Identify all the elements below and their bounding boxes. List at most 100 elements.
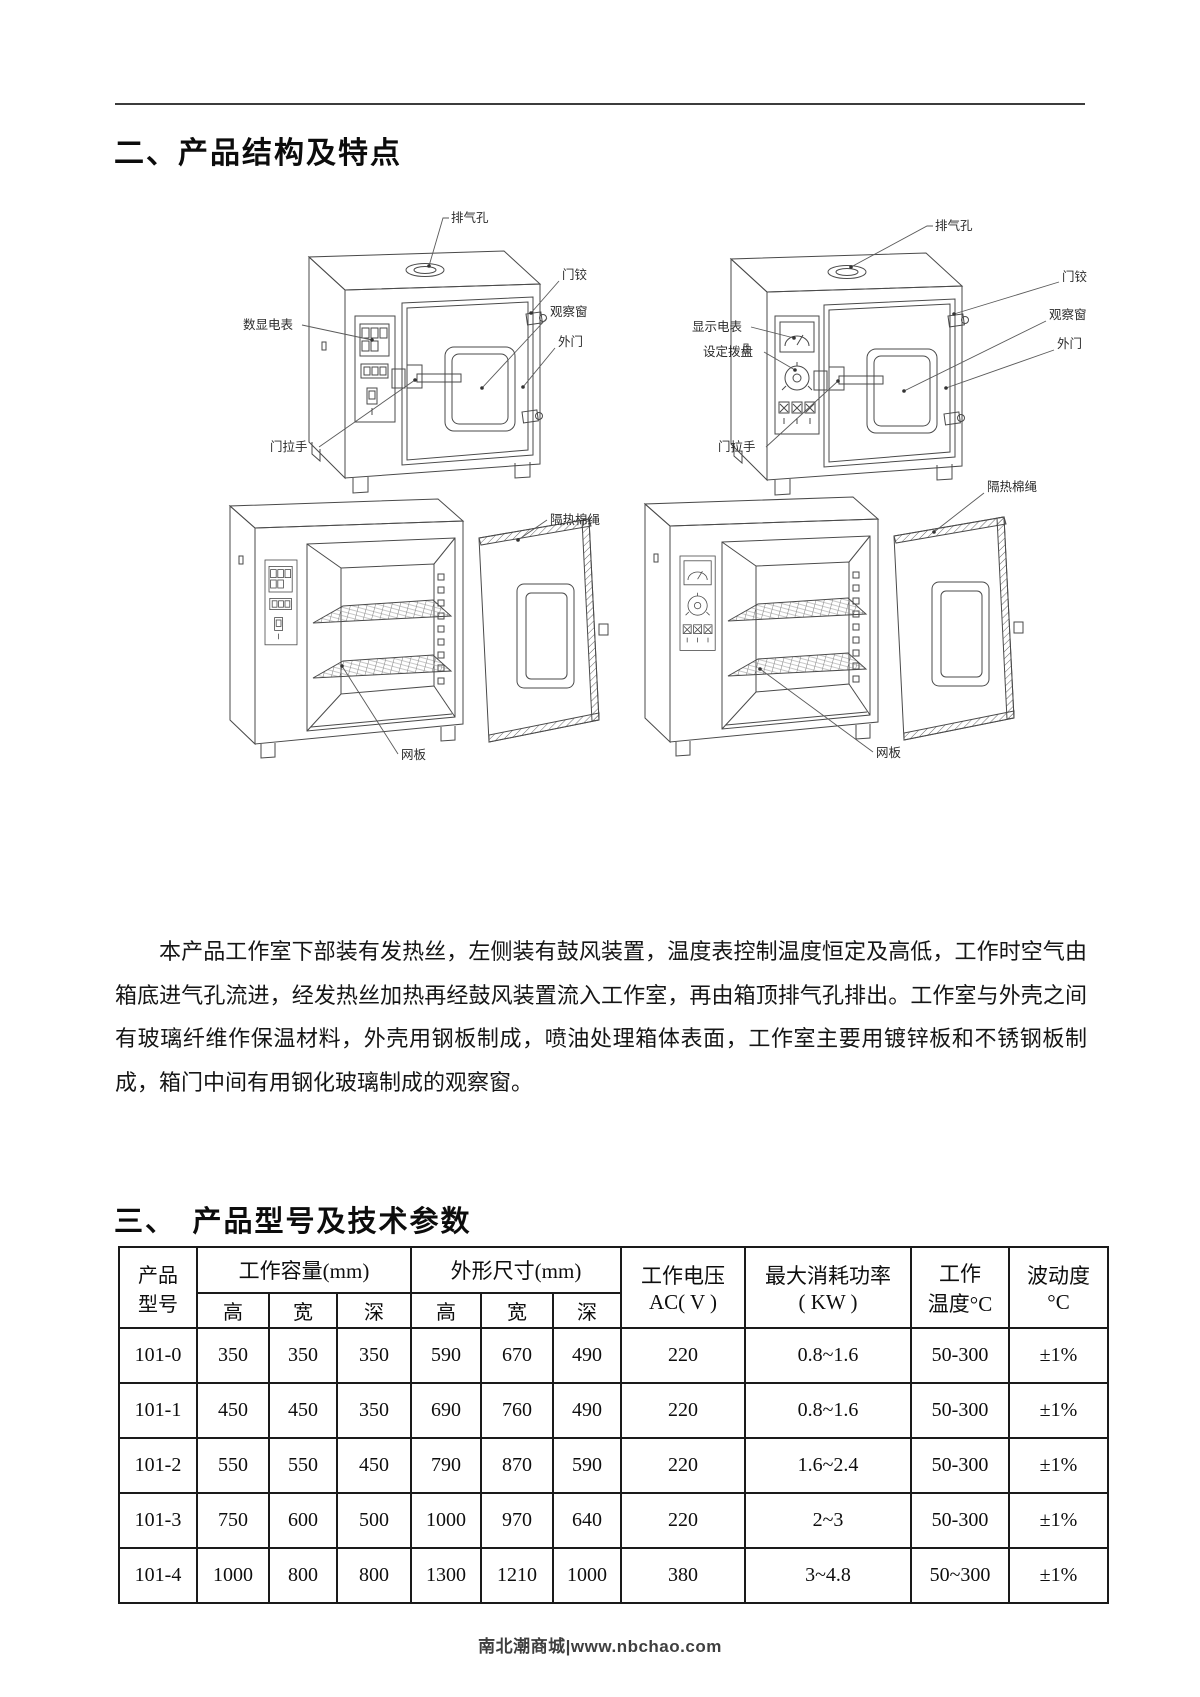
cell: ±1% xyxy=(1008,1492,1109,1549)
col-cap-w: 宽 xyxy=(268,1292,338,1329)
label-exhaust: 排气孔 xyxy=(935,218,973,233)
cell: 450 xyxy=(196,1382,270,1439)
product-structure-diagrams: 排气孔 数显电表 门拉手 门铰 观察窗 外门 排气孔 显示电表 设定拨盘 门拉手… xyxy=(229,210,1088,762)
col-model: 产品型号 xyxy=(118,1246,198,1329)
cell: 0.8~1.6 xyxy=(744,1382,912,1439)
label-insulation-rope: 隔热棉绳 xyxy=(550,513,600,527)
table-row: 101-4 1000 800 800 1300 1210 1000 380 3~… xyxy=(118,1547,1109,1604)
cell: 2~3 xyxy=(744,1492,912,1549)
cell: ±1% xyxy=(1008,1327,1109,1384)
label-handle: 门拉手 xyxy=(718,439,756,454)
col-cap-d: 深 xyxy=(336,1292,412,1329)
cell: 1210 xyxy=(480,1547,554,1604)
cell: 500 xyxy=(336,1492,412,1549)
cell: 1000 xyxy=(196,1547,270,1604)
cell: 750 xyxy=(196,1492,270,1549)
cell: 50-300 xyxy=(910,1437,1010,1494)
label-mesh-shelf: 网板 xyxy=(401,748,427,762)
cell: 590 xyxy=(410,1327,482,1384)
col-temp: 工作温度°C xyxy=(910,1246,1010,1329)
cell: ±1% xyxy=(1008,1437,1109,1494)
col-group-capacity: 工作容量(mm) xyxy=(196,1246,412,1294)
cell-model: 101-1 xyxy=(118,1382,198,1439)
col-group-dimension: 外形尺寸(mm) xyxy=(410,1246,622,1294)
label-hinge: 门铰 xyxy=(1062,269,1088,284)
label-outer-door: 外门 xyxy=(1057,336,1082,351)
cell: 800 xyxy=(336,1547,412,1604)
cell-model: 101-2 xyxy=(118,1437,198,1494)
cell: 870 xyxy=(480,1437,554,1494)
cell-model: 101-3 xyxy=(118,1492,198,1549)
cell-model: 101-0 xyxy=(118,1327,198,1384)
cell: 50-300 xyxy=(910,1382,1010,1439)
col-power: 最大消耗功率( KW ) xyxy=(744,1246,912,1329)
cell: 1.6~2.4 xyxy=(744,1437,912,1494)
cell: 50~300 xyxy=(910,1547,1010,1604)
cell: 0.8~1.6 xyxy=(744,1327,912,1384)
cell: 490 xyxy=(552,1382,622,1439)
cell: 690 xyxy=(410,1382,482,1439)
cell: 970 xyxy=(480,1492,554,1549)
col-cap-h: 高 xyxy=(196,1292,270,1329)
diagram-oven-closed-digital: 排气孔 数显电表 门拉手 门铰 观察窗 外门 xyxy=(243,210,588,494)
label-insulation-rope: 隔热棉绳 xyxy=(987,480,1037,494)
description-paragraph: 本产品工作室下部装有发热丝，左侧装有鼓风装置，温度表控制温度恒定及高低，工作时空… xyxy=(115,939,1087,1095)
cell: 50-300 xyxy=(910,1327,1010,1384)
label-hinge: 门铰 xyxy=(562,267,588,282)
cell: 350 xyxy=(336,1382,412,1439)
cell-model: 101-4 xyxy=(118,1547,198,1604)
label-window: 观察窗 xyxy=(1049,308,1087,322)
table-row: 101-1 450 450 350 690 760 490 220 0.8~1.… xyxy=(118,1382,1109,1439)
cell: 790 xyxy=(410,1437,482,1494)
cell: 450 xyxy=(336,1437,412,1494)
cell: 760 xyxy=(480,1382,554,1439)
cell: 550 xyxy=(268,1437,338,1494)
cell: 490 xyxy=(552,1327,622,1384)
cell: 670 xyxy=(480,1327,554,1384)
cell: 800 xyxy=(268,1547,338,1604)
cell: 1000 xyxy=(410,1492,482,1549)
cell: 220 xyxy=(620,1437,746,1494)
cell: 350 xyxy=(268,1327,338,1384)
section2-title: 二、产品结构及特点 xyxy=(114,137,402,170)
cell: 380 xyxy=(620,1547,746,1604)
label-handle: 门拉手 xyxy=(270,439,308,454)
cell: 3~4.8 xyxy=(744,1547,912,1604)
col-dim-h: 高 xyxy=(410,1292,482,1329)
table-row: 101-3 750 600 500 1000 970 640 220 2~3 5… xyxy=(118,1492,1109,1549)
cell: 550 xyxy=(196,1437,270,1494)
table-row: 101-0 350 350 350 590 670 490 220 0.8~1.… xyxy=(118,1327,1109,1384)
top-rule xyxy=(115,103,1085,105)
col-dim-w: 宽 xyxy=(480,1292,554,1329)
label-dial: 设定拨盘 xyxy=(703,344,753,359)
section3-title: 三、 产品型号及技术参数 xyxy=(114,1206,472,1238)
cell: 600 xyxy=(268,1492,338,1549)
label-meter: 显示电表 xyxy=(692,320,743,334)
cell: 350 xyxy=(196,1327,270,1384)
cell: ±1% xyxy=(1008,1382,1109,1439)
diagram-oven-open-digital: 隔热棉绳 网板 xyxy=(229,498,609,762)
label-mesh-shelf: 网板 xyxy=(876,746,902,760)
cell: 640 xyxy=(552,1492,622,1549)
cell: 220 xyxy=(620,1492,746,1549)
cell: 590 xyxy=(552,1437,622,1494)
footer-watermark: 南北潮商城|www.nbchao.com xyxy=(478,1637,722,1656)
diagram-oven-open-dial: 隔热棉绳 网板 xyxy=(644,480,1037,760)
cell: 450 xyxy=(268,1382,338,1439)
col-fluctuation: 波动度°C xyxy=(1008,1246,1109,1329)
cell: 1000 xyxy=(552,1547,622,1604)
cell: 220 xyxy=(620,1382,746,1439)
cell: 1300 xyxy=(410,1547,482,1604)
diagram-oven-closed-dial: 排气孔 显示电表 设定拨盘 门拉手 门铰 观察窗 外门 xyxy=(692,218,1088,496)
label-meter: 数显电表 xyxy=(243,317,294,332)
label-outer-door: 外门 xyxy=(558,334,583,349)
cell: 50-300 xyxy=(910,1492,1010,1549)
label-exhaust: 排气孔 xyxy=(451,210,489,225)
cell: 220 xyxy=(620,1327,746,1384)
col-dim-d: 深 xyxy=(552,1292,622,1329)
cell: 350 xyxy=(336,1327,412,1384)
label-window: 观察窗 xyxy=(550,305,588,319)
